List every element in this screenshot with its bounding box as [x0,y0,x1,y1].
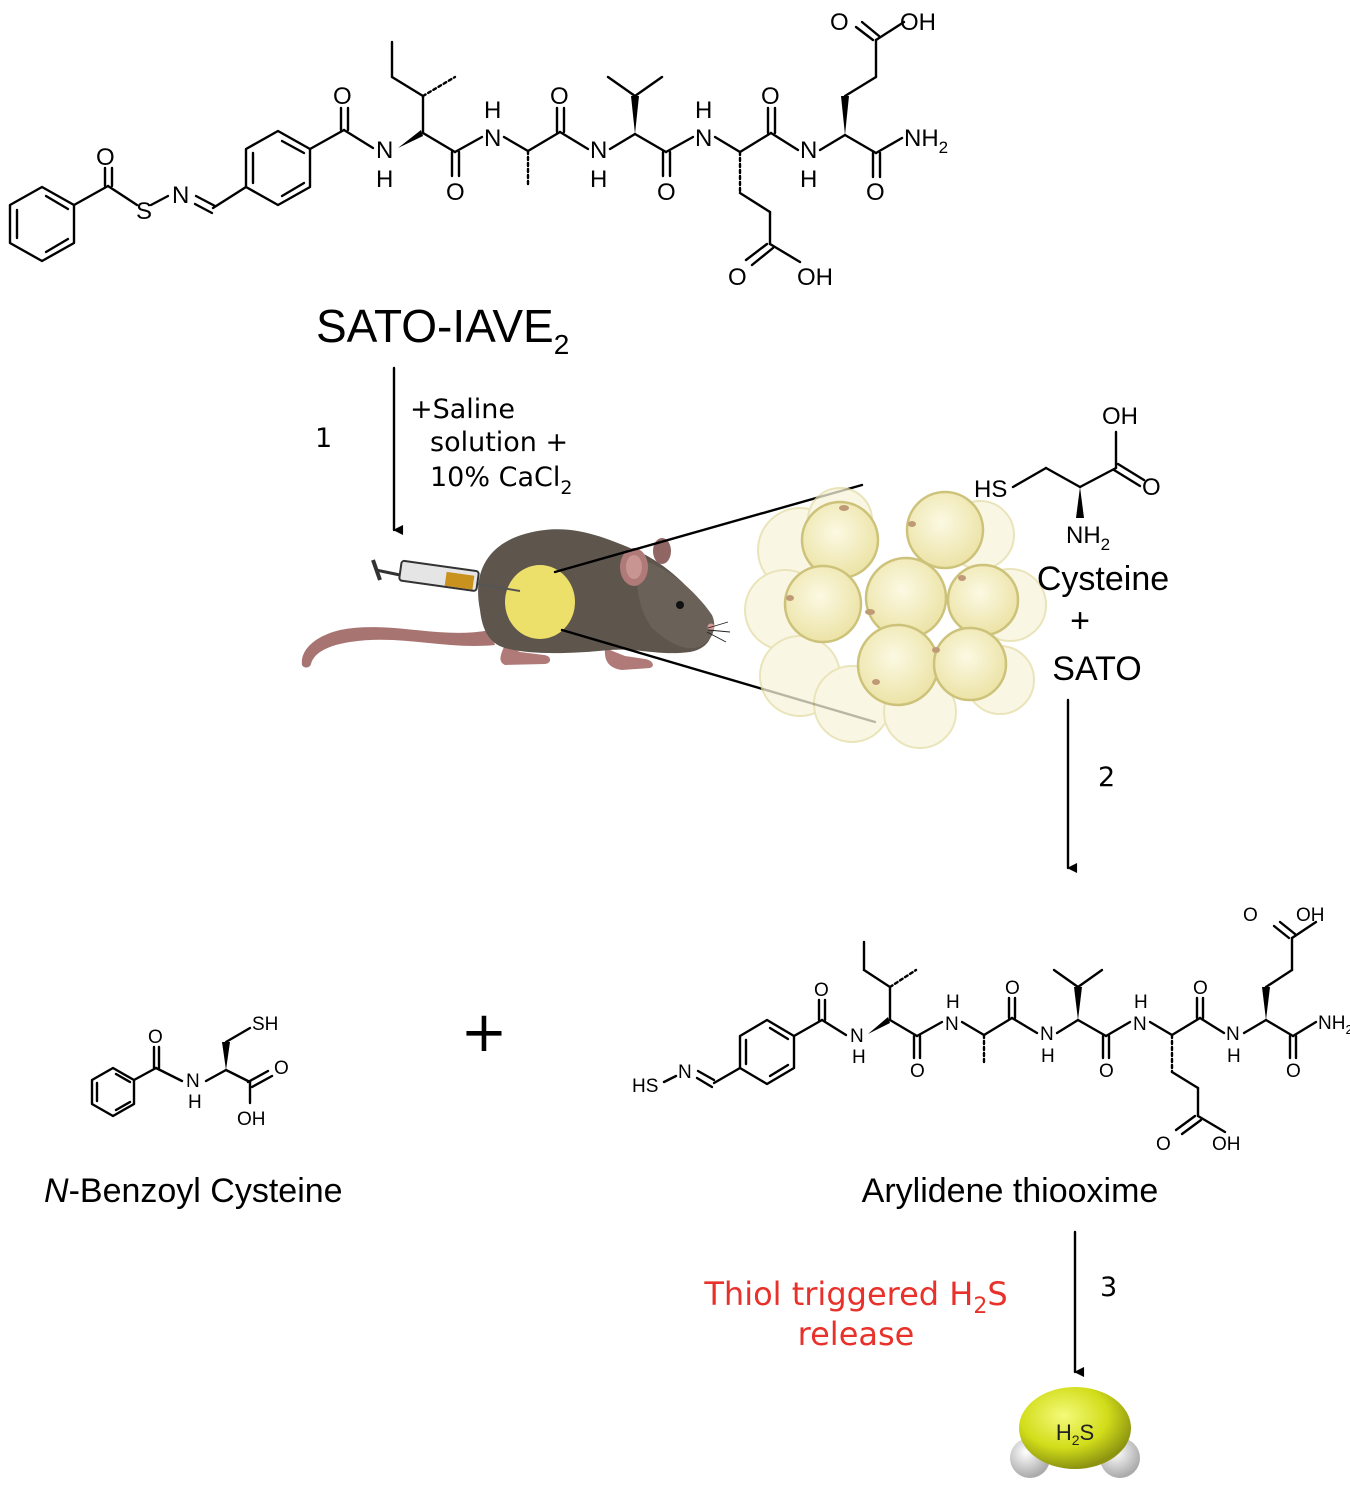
mouse-tail [301,627,495,668]
atom-n: N [1040,1024,1054,1045]
atom-h: H [484,97,501,124]
n-benzoyl-cysteine-label: N-Benzoyl Cysteine [44,1172,343,1210]
atom-oh: OH [1296,905,1325,926]
implant-site [505,565,575,639]
h2s-label: H2S [1056,1420,1094,1448]
atom-o: O [814,980,829,1001]
atom-o: O [1005,978,1020,999]
n-benzoyl-cysteine-structure: O N H SH O OH [90,1014,289,1130]
h2s-molecule-icon: H2S [1010,1387,1140,1478]
atom-h: H [188,1092,202,1113]
atom-n: N [1133,1014,1147,1035]
atom-nh2: NH2 [1318,1013,1350,1037]
cysteine-label: Cysteine [1037,560,1169,598]
atom-o: O [274,1058,289,1079]
atom-o: O [550,83,569,110]
atom-oh: OH [797,264,833,291]
atom-h: H [695,97,712,124]
atom-o: O [910,1061,925,1082]
atom-h: H [1134,992,1148,1013]
step-1-number: 1 [315,423,332,454]
atom-n: N [945,1014,959,1035]
atom-n: N [590,137,607,164]
arylidene-thiooxime-label: Arylidene thiooxime [862,1172,1159,1210]
atom-h: H [590,166,607,193]
atom-h: H [376,166,393,193]
atom-h: H [946,992,960,1013]
sato-iave2-structure: O S N O N H O N H O N H O N H O N H O NH… [8,9,948,291]
atom-o: O [446,179,465,206]
step-1-condition-3: 10% CaCl2 [430,462,572,499]
step-1-condition-1: +Saline [410,394,515,425]
sato-iave2-label: SATO-IAVE2 [316,300,569,360]
cysteine-structure: HS OH O NH2 [974,403,1161,554]
atom-n: N [376,137,393,164]
atom-oh: OH [900,9,936,36]
atom-o: O [1142,474,1161,501]
atom-n: N [678,1062,692,1083]
atom-n: N [484,125,501,152]
atom-n: N [172,182,189,209]
atom-s: S [136,198,152,225]
atom-n: N [800,137,817,164]
thiol-trigger-note-line-2: release [798,1315,915,1353]
atom-n: N [186,1071,200,1092]
atom-o: O [728,264,747,291]
atom-sh: SH [252,1014,278,1035]
atom-o: O [830,9,849,36]
plus-sign: + [1070,602,1090,640]
syringe-icon [371,559,521,592]
atom-oh: OH [237,1109,266,1130]
atom-o: O [148,1027,163,1048]
reaction-plus-sign: + [461,1000,508,1065]
sato-label: SATO [1052,650,1141,688]
atom-oh: OH [1102,403,1138,430]
mouse-illustration [301,483,877,724]
atom-o: O [96,144,115,171]
atom-o: O [1156,1134,1171,1155]
atom-o: O [333,83,352,110]
atom-hs: HS [632,1076,658,1097]
atom-o: O [866,179,885,206]
atom-hs: HS [974,476,1007,503]
step-2-number: 2 [1098,762,1115,793]
atom-o: O [1193,978,1208,999]
atom-o: O [1099,1061,1114,1082]
atom-n: N [1226,1024,1240,1045]
atom-h: H [1227,1046,1241,1067]
atom-nh2: NH2 [904,125,948,157]
step-3-number: 3 [1100,1272,1117,1303]
atom-o: O [1243,905,1258,926]
atom-o: O [761,83,780,110]
thiol-trigger-note: Thiol triggered H2S [703,1275,1007,1319]
atom-o: O [657,179,676,206]
adipose-cells-cluster [744,487,1047,749]
atom-n: N [695,125,712,152]
atom-nh2: NH2 [1066,522,1110,554]
mouse-eye [676,601,684,609]
atom-h: H [1041,1046,1055,1067]
atom-h: H [800,166,817,193]
atom-o: O [1286,1061,1301,1082]
arylidene-thiooxime-structure: HS N O N H O N H O N H O N H O N H O NH2… [632,905,1350,1155]
step-1-condition-2: solution + [430,427,568,458]
atom-n: N [850,1026,864,1047]
atom-oh: OH [1212,1134,1241,1155]
atom-h: H [852,1047,866,1068]
